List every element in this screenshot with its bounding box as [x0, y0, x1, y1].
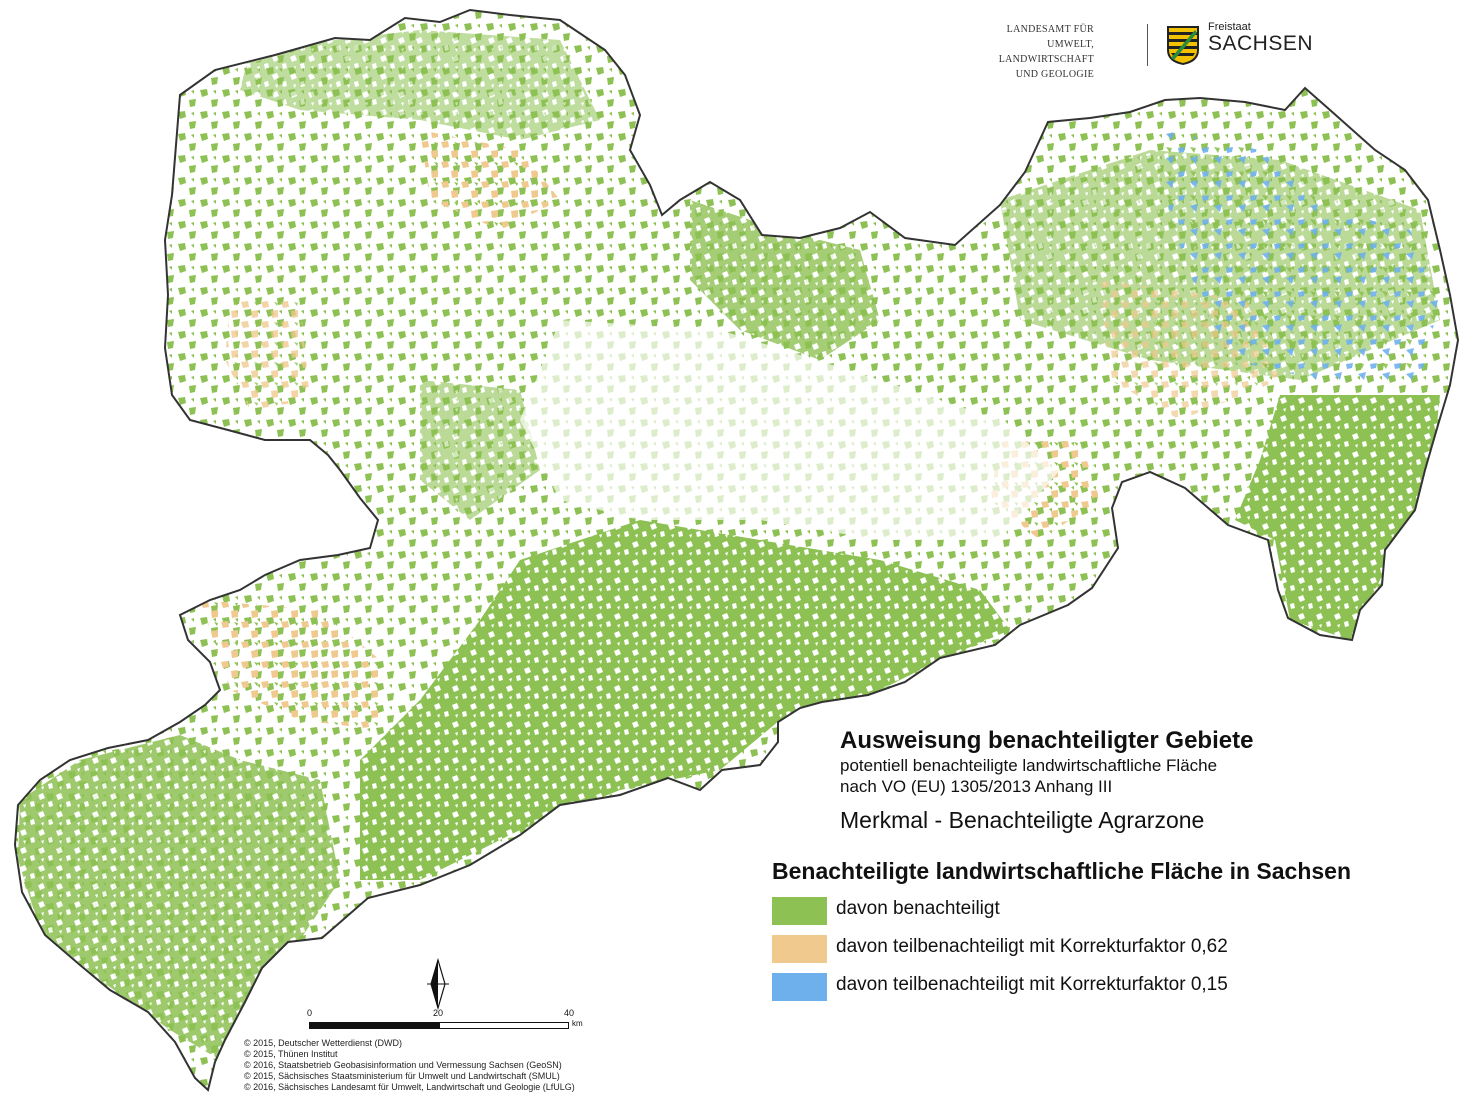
- scale-tick-20: 20: [433, 1008, 444, 1018]
- credit-line: © 2015, Thünen Institut: [244, 1049, 338, 1059]
- map-feature-label: Merkmal - Benachteiligte Agrarzone: [840, 807, 1205, 833]
- saxony-border: [13, 8, 1459, 1092]
- scale-bar: 0 20 40 km: [305, 958, 605, 1038]
- agency-line-2: LANDWIRTSCHAFT: [998, 54, 1094, 65]
- legend-label: davon benachteiligt: [836, 898, 1000, 919]
- scale-tick-0: 0: [307, 1008, 313, 1018]
- agency-line-1: LANDESAMT FÜR UMWELT,: [1006, 24, 1094, 50]
- scale-unit: km: [572, 1019, 583, 1028]
- scale-segment-white: [439, 1022, 569, 1029]
- agency-logo: LANDESAMT FÜR UMWELT, LANDWIRTSCHAFT UND…: [960, 20, 1320, 80]
- map-title: Ausweisung benachteiligter Gebiete: [840, 727, 1254, 754]
- credit-line: © 2015, Sächsisches Staatsministerium fü…: [244, 1071, 560, 1081]
- freistaat-label: Freistaat: [1208, 21, 1251, 33]
- map-title-block: Ausweisung benachteiligter Gebiete poten…: [840, 727, 1253, 834]
- north-arrow-icon: [427, 958, 449, 1010]
- map-subtitle-1: potentiell benachteiligte landwirtschaft…: [840, 756, 1218, 775]
- legend-label: davon teilbenachteiligt mit Korrekturfak…: [836, 974, 1228, 995]
- legend-item-faktor-015: davon teilbenachteiligt mit Korrekturfak…: [772, 973, 1351, 1011]
- legend-swatch-orange: [772, 935, 827, 963]
- legend-title: Benachteiligte landwirtschaftliche Fläch…: [772, 858, 1351, 884]
- logo-divider: [1147, 24, 1148, 66]
- saxony-crest-icon: [1167, 26, 1199, 65]
- sachsen-label: SACHSEN: [1208, 32, 1314, 55]
- copyright-credits: © 2015, Deutscher Wetterdienst (DWD) © 2…: [244, 1038, 575, 1093]
- legend-swatch-blue: [772, 973, 827, 1001]
- agency-name: LANDESAMT FÜR UMWELT, LANDWIRTSCHAFT UND…: [960, 22, 1094, 82]
- map-legend: Benachteiligte landwirtschaftliche Fläch…: [772, 858, 1351, 1011]
- legend-item-faktor-062: davon teilbenachteiligt mit Korrekturfak…: [772, 935, 1351, 973]
- scale-segment-black: [309, 1022, 439, 1029]
- legend-label: davon teilbenachteiligt mit Korrekturfak…: [836, 936, 1228, 957]
- credit-line: © 2016, Sächsisches Landesamt für Umwelt…: [244, 1082, 575, 1092]
- scale-tick-40: 40: [564, 1008, 575, 1018]
- legend-item-benachteiligt: davon benachteiligt: [772, 897, 1351, 935]
- credit-line: © 2016, Staatsbetrieb Geobasisinformatio…: [244, 1060, 562, 1070]
- agency-line-3: UND GEOLOGIE: [1015, 69, 1094, 80]
- credit-line: © 2015, Deutscher Wetterdienst (DWD): [244, 1038, 403, 1048]
- map-subtitle-2: nach VO (EU) 1305/2013 Anhang III: [840, 777, 1113, 796]
- legend-swatch-green: [772, 897, 827, 925]
